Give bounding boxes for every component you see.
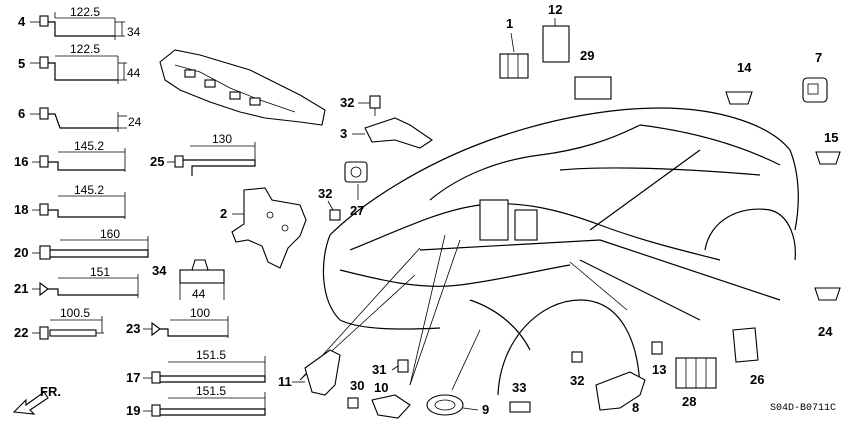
dim-19-length: 151.5 xyxy=(196,384,226,398)
callout-18: 18 xyxy=(14,202,28,217)
dim-17-length: 151.5 xyxy=(196,348,226,362)
dim-5-length: 122.5 xyxy=(70,42,100,56)
dim-5-height: 44 xyxy=(127,66,141,80)
callout-32-mid: 32 xyxy=(318,186,332,201)
part-26-bracket: 26 xyxy=(732,327,764,387)
dim-16-length: 145.2 xyxy=(74,139,104,153)
part-2-bracket: 2 xyxy=(220,187,307,269)
callout-33: 33 xyxy=(512,380,526,395)
part-13-bolt: 13 xyxy=(651,341,666,377)
clip-5: 5 122.5 44 xyxy=(18,42,141,84)
part-27-connector: 27 xyxy=(344,161,368,218)
callout-15: 15 xyxy=(824,130,838,145)
part-14-clip: 14 xyxy=(725,60,753,105)
clip-16: 16 145.2 xyxy=(14,139,126,172)
callout-7: 7 xyxy=(815,50,822,65)
callout-11: 11 xyxy=(278,374,292,389)
dim-21-length: 151 xyxy=(90,265,110,279)
part-32-bolt-top: 32 xyxy=(340,95,381,116)
front-direction-indicator: FR. xyxy=(12,384,61,415)
dim-34-length: 44 xyxy=(192,287,206,301)
callout-5: 5 xyxy=(18,56,25,71)
clip-21: 21 151 xyxy=(14,265,139,298)
callout-9: 9 xyxy=(482,402,489,417)
callout-19: 19 xyxy=(126,403,140,418)
callout-21: 21 xyxy=(14,281,28,296)
dim-25-length: 130 xyxy=(212,132,232,146)
callout-32-top: 32 xyxy=(340,95,354,110)
dim-22-length: 100.5 xyxy=(60,306,90,320)
callout-32-bottom: 32 xyxy=(570,373,584,388)
part-1-relay: 1 xyxy=(499,16,529,79)
clip-4: 4 122.5 34 xyxy=(18,5,141,40)
callout-10: 10 xyxy=(374,380,388,395)
callout-24: 24 xyxy=(818,324,833,339)
dim-23-length: 100 xyxy=(190,306,210,320)
car-body xyxy=(322,107,799,396)
part-10-cover: 10 xyxy=(371,380,411,419)
part-7-clip: 7 xyxy=(802,50,828,103)
clip-23: 23 100 xyxy=(126,306,229,338)
part-9-grommet: 9 xyxy=(426,394,489,417)
part-12-pad: 12 xyxy=(542,2,570,63)
clip-17: 17 151.5 xyxy=(126,348,266,385)
clip-18: 18 145.2 xyxy=(14,183,126,219)
clip-22: 22 100.5 xyxy=(14,306,104,340)
clip-25: 25 130 xyxy=(150,132,256,176)
callout-3: 3 xyxy=(340,126,347,141)
main-harness xyxy=(339,124,781,351)
part-28-holder: 28 xyxy=(675,357,717,409)
clip-20: 20 160 xyxy=(14,227,149,260)
part-30-bolt: 30 xyxy=(347,378,364,409)
callout-4: 4 xyxy=(18,14,26,29)
dim-20-length: 160 xyxy=(100,227,120,241)
dim-6-height: 24 xyxy=(128,115,142,129)
callout-23: 23 xyxy=(126,321,140,336)
callout-30: 30 xyxy=(350,378,364,393)
callout-34: 34 xyxy=(152,263,167,278)
clip-6: 6 24 xyxy=(18,106,142,132)
callout-22: 22 xyxy=(14,325,28,340)
part-3-bracket: 3 xyxy=(340,117,433,149)
callout-14: 14 xyxy=(737,60,752,75)
part-24-clip: 24 xyxy=(814,287,841,339)
part-8-bracket: 8 xyxy=(595,371,646,415)
callout-25: 25 xyxy=(150,154,164,169)
dim-18-length: 145.2 xyxy=(74,183,104,197)
part-32-bolt-bottom: 32 xyxy=(570,351,584,388)
callout-17: 17 xyxy=(126,370,140,385)
callout-28: 28 xyxy=(682,394,696,409)
clip-19: 19 151.5 xyxy=(126,384,266,418)
part-32-bolt-mid: 32 xyxy=(318,186,341,221)
part-11-bracket: 11 xyxy=(278,349,341,396)
clip-34: 34 44 xyxy=(152,259,225,301)
part-31-bolt: 31 xyxy=(372,359,409,377)
diagram-code: S04D-B0711C xyxy=(770,403,836,414)
callout-8: 8 xyxy=(632,400,639,415)
callout-2: 2 xyxy=(220,206,227,221)
callout-6: 6 xyxy=(18,106,25,121)
callout-20: 20 xyxy=(14,245,28,260)
callout-12: 12 xyxy=(548,2,562,17)
part-15-clip: 15 xyxy=(815,130,841,165)
callout-1: 1 xyxy=(506,16,513,31)
front-label: FR. xyxy=(40,384,61,399)
callout-29: 29 xyxy=(580,48,594,63)
dashboard-harness xyxy=(159,49,326,126)
dim-4-height: 34 xyxy=(127,25,141,39)
callout-16: 16 xyxy=(14,154,28,169)
callout-31: 31 xyxy=(372,362,386,377)
callout-26: 26 xyxy=(750,372,764,387)
part-33-clip: 33 xyxy=(509,380,531,413)
part-29-pad: 29 xyxy=(574,48,612,100)
dim-4-length: 122.5 xyxy=(70,5,100,19)
callout-13: 13 xyxy=(652,362,666,377)
leader-lines xyxy=(299,234,628,391)
